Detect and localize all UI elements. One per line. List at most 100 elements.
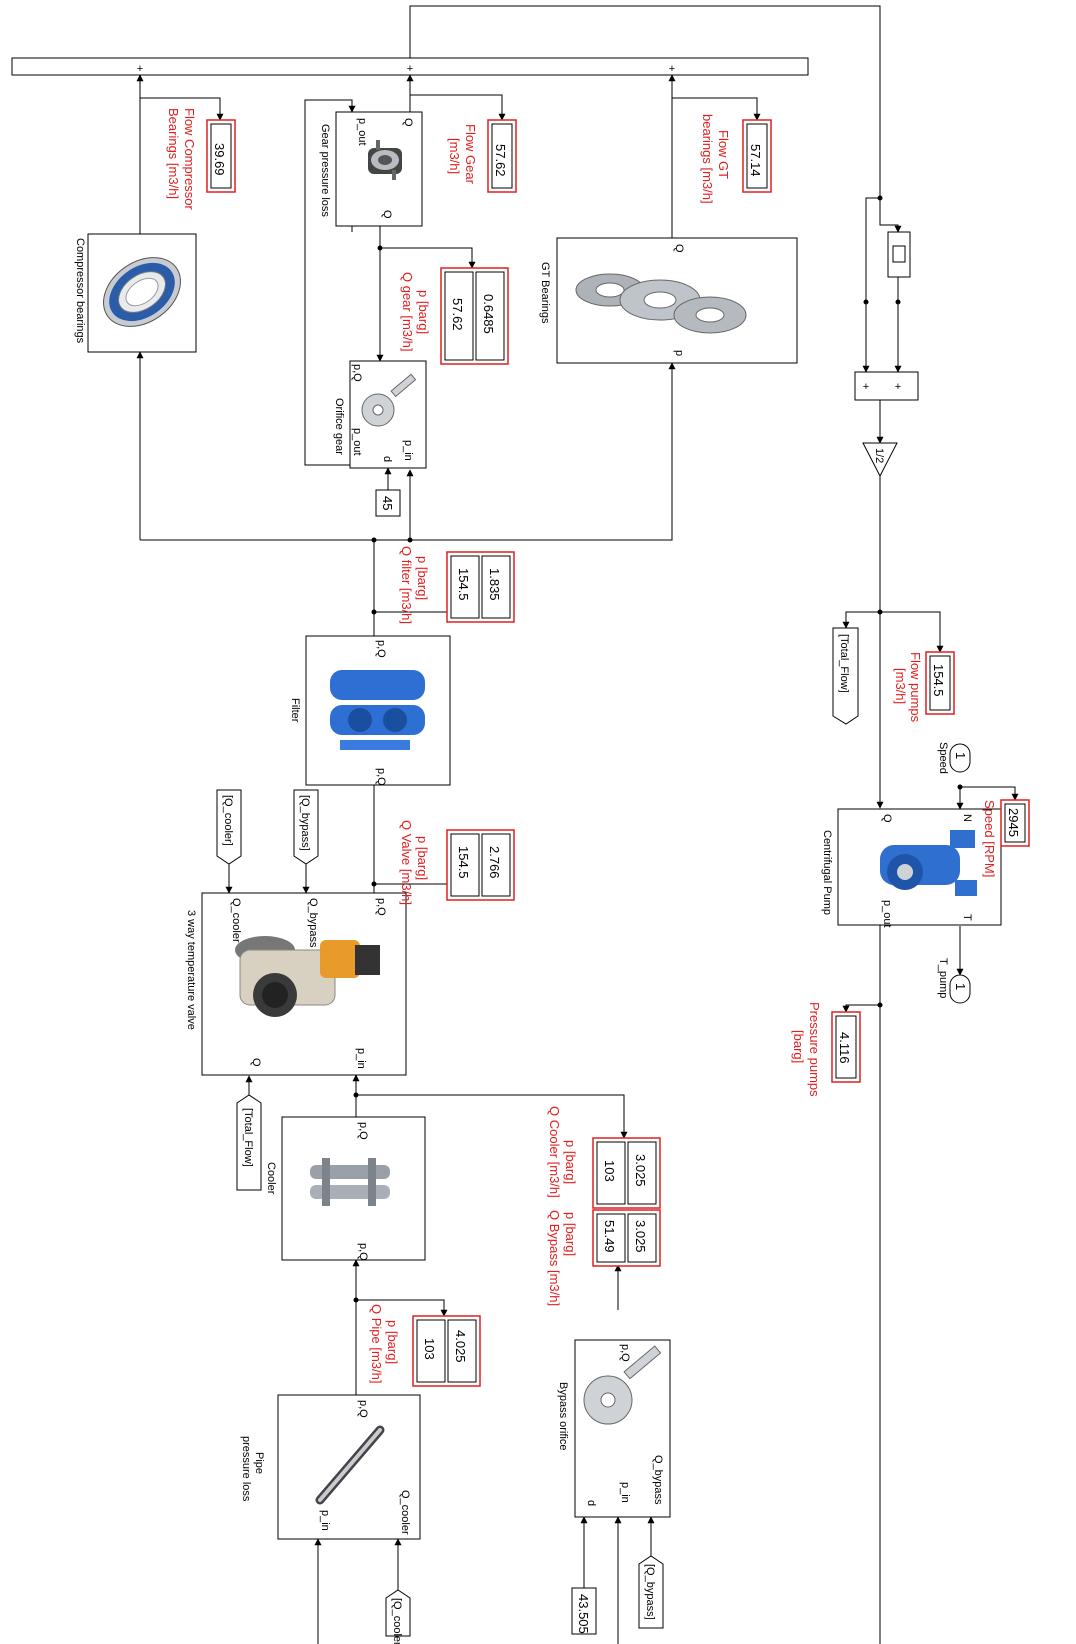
cooler-block[interactable]: p,Q p,Q Cooler [265, 1117, 425, 1261]
display-value-p: 2.766 [487, 846, 502, 879]
display-valve-p-q: 2.766 154.5 p [barg] Q Valve [m3/h] [399, 820, 514, 905]
sum-block[interactable]: + + [855, 372, 918, 400]
display-pressure-pumps: 4.116 Pressure pumps [barg] [791, 1002, 860, 1097]
port-label: Q_cooler [230, 898, 242, 943]
display-label: Flow Compressor [182, 108, 197, 211]
display-value: 4.116 [837, 1032, 852, 1064]
display-value-q: 57.62 [450, 298, 465, 331]
block-label: 3 way temperature valve [185, 910, 197, 1030]
pipe-block[interactable]: p,Q p_in Q_cooler Pipe pressure loss [240, 1395, 420, 1539]
display-value: 154.5 [931, 664, 946, 697]
tag-label: [Total_Flow] [242, 1108, 254, 1167]
port-label: d [381, 456, 393, 462]
display-label: p [barg] [415, 836, 430, 880]
compressor-bearings-block[interactable]: Compressor bearings [74, 234, 196, 352]
port-name: Speed [937, 742, 949, 774]
display-value: 39.69 [212, 143, 227, 176]
port-label: p,Q [619, 1344, 631, 1362]
block-label: Orifice gear [333, 398, 345, 455]
sum-sign: + [669, 63, 675, 75]
display-label: Flow GT [716, 130, 731, 179]
display-value-p: 3.025 [633, 1220, 648, 1253]
constant-block-orifice-d[interactable]: 45 [376, 490, 400, 516]
memory-block[interactable] [888, 232, 910, 277]
display-label: bearings [m3/h] [700, 114, 715, 204]
display-label: Bearings [m3/h] [166, 108, 181, 199]
block-label: Centrifugal Pump [821, 830, 833, 915]
display-gear-p-q: 0.6485 57.62 p [barg] Q gear [m3/h] [400, 268, 508, 364]
centrifugal-pump-block[interactable]: Q N p_out T Centrifugal Pump [821, 809, 1001, 928]
display-pipe-p-q: 4.025 103 p [barg] Q Pipe [m3/h] [369, 1304, 480, 1386]
gt-bearings-block[interactable]: Q p GT Bearings [539, 238, 797, 363]
tag-label: [Q_cooler] [391, 1598, 403, 1644]
port-name: T_pump [937, 958, 949, 998]
goto-total-flow[interactable]: [Total_Flow] [833, 628, 858, 724]
display-value-p: 4.025 [453, 1330, 468, 1363]
display-value: 57.14 [748, 144, 763, 177]
tag-label: [Q_bypass] [644, 1564, 656, 1620]
display-label: p [barg] [415, 556, 430, 600]
block-label: Filter [289, 698, 301, 723]
bus-sum-block[interactable]: + + + [12, 58, 808, 75]
block-label: Cooler [265, 1162, 277, 1195]
display-value-q: 103 [422, 1338, 437, 1360]
sum-sign: + [407, 63, 413, 75]
from-total-flow[interactable]: [Total_Flow] [237, 1095, 261, 1190]
gain-block[interactable]: 1/2 [863, 443, 897, 476]
filter-block[interactable]: p,Q p,Q Filter [289, 636, 450, 786]
three-way-valve-block[interactable]: Q_cooler Q_bypass p,Q Q p_in 3 way tempe… [185, 893, 406, 1075]
display-value-q: 51.49 [602, 1220, 617, 1253]
display-label: Speed [RPM] [982, 800, 997, 877]
tag-label: [Q_cooler] [222, 795, 234, 846]
sum-sign: + [863, 381, 869, 393]
display-label: Pressure pumps [807, 1002, 822, 1097]
constant-block-bypass-d[interactable]: 43.505 [572, 1588, 596, 1634]
block-label: Bypass orifice [557, 1382, 569, 1450]
from-q-bypass-orifice[interactable]: [Q_bypass] [639, 1556, 663, 1628]
gain-value: 1/2 [873, 448, 885, 463]
constant-value: 43.505 [576, 1594, 591, 1634]
display-value-q: 154.5 [456, 846, 471, 879]
port-label: Q [381, 210, 393, 219]
display-flow-compressor: 39.69 Flow Compressor Bearings [m3/h] [166, 108, 235, 211]
port-number: 1 [953, 983, 968, 990]
port-label: p_out [881, 900, 893, 928]
display-label: Q gear [m3/h] [400, 272, 415, 351]
from-q-cooler-pipe[interactable]: [Q_cooler] [386, 1590, 410, 1644]
block-label: GT Bearings [539, 262, 551, 324]
outport-t-pump[interactable]: 1 T_pump [937, 958, 970, 1003]
display-value: 2945 [1006, 808, 1021, 837]
display-label: [m3/h] [893, 668, 908, 704]
display-value-q: 103 [602, 1160, 617, 1182]
display-label: Q Cooler [m3/h] [547, 1106, 562, 1198]
orifice-gear-block[interactable]: p,Q p_out d p_in Orifice gear [333, 361, 426, 468]
display-label: Q Valve [m3/h] [399, 820, 414, 905]
port-label: p,Q [351, 364, 363, 382]
from-q-bypass-valve[interactable]: [Q_bypass] [294, 790, 318, 864]
display-label: p [barg] [385, 1320, 400, 1364]
from-q-cooler-valve[interactable]: [Q_cooler] [217, 790, 241, 864]
port-number: 1 [953, 752, 968, 759]
display-cooler-p-q: 3.025 103 p [barg] Q Cooler [m3/h] [547, 1106, 660, 1208]
display-label: p [barg] [563, 1212, 578, 1256]
port-label: N [961, 814, 973, 822]
block-label: Pipe [253, 1452, 265, 1474]
tag-label: [Q_bypass] [299, 795, 311, 851]
port-label: p,Q [375, 898, 387, 916]
port-label: p_out [356, 118, 368, 146]
port-label: p_out [351, 428, 363, 456]
port-label: p,Q [375, 640, 387, 658]
block-label: Gear pressure loss [319, 124, 331, 217]
port-label: Q [881, 814, 893, 823]
block-label: Compressor bearings [74, 238, 86, 344]
inport-speed[interactable]: 1 Speed [937, 742, 970, 774]
port-label: p_in [619, 1482, 631, 1503]
bypass-orifice-block[interactable]: p,Q d p_in Q_bypass Bypass orifice [557, 1340, 670, 1517]
port-label: p_in [355, 1048, 367, 1069]
display-label: [barg] [791, 1030, 806, 1063]
port-label: T [961, 914, 973, 921]
sum-sign: + [895, 381, 901, 393]
display-flow-gear: 57.62 Flow Gear [m3/h] [447, 120, 516, 192]
gear-pressure-loss-block[interactable]: p_out Q Q Gear pressure loss [319, 112, 422, 226]
